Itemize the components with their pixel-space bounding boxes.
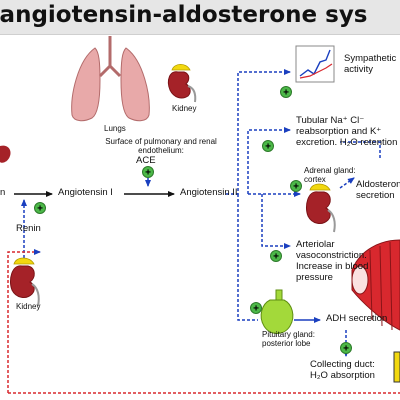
arrow-adrenal-to-aldosterone [339,177,355,189]
plus-sign-renin: + [34,202,46,215]
arrow-to-arteriolar [261,194,291,249]
trunk-down [237,194,258,321]
svg-text:+: + [283,88,289,99]
svg-text:+: + [265,142,271,153]
svg-text:+: + [273,252,279,263]
adh-label: ADH secretion [326,313,388,324]
lungs-label: Lungs [104,124,126,133]
arteriolar-label: Arteriolar vasoconstriction. Increase in… [296,239,369,283]
svg-text:+: + [293,182,299,193]
svg-text:+: + [37,204,43,215]
plus-sign-adrenal: + [290,180,302,193]
kidney-top-label: Kidney [172,104,197,113]
lungs-icon [71,36,150,122]
kidney-fragment-icon [0,145,11,163]
kidney-adrenal-icon [305,183,336,233]
collecting-duct-icon [393,351,400,383]
renin-label: Renin [16,223,41,234]
artery-icon [351,239,400,331]
aldosterone-label: Aldosterone secretion [356,179,400,201]
tubular-label: Tubular Na⁺ Cl⁻ reabsorption and K⁺ excr… [296,115,398,148]
kidney-bottom-label: Kidney [16,302,41,311]
pituitary-icon [260,289,294,334]
plus-sign-tubular: + [262,140,274,153]
arrow-aldosterone-to-tubular [340,141,381,158]
plus-sign-sympathetic: + [280,86,292,99]
plus-sign-ace: + [142,166,154,179]
arrow-to-tubular [247,127,291,194]
sympathetic-label: Sympathetic activity [344,53,397,75]
svg-text:+: + [253,304,259,315]
endothelium-label: Surface of pulmonary and renal endotheli… [105,137,217,156]
plus-sign-arteriolar: + [270,250,282,263]
kidney-bottom-icon [9,257,40,307]
angiotensinogen-partial-label: n [0,187,6,198]
kidney-top-icon [167,63,197,103]
angiotensin-1-label: Angiotensin I [58,187,113,198]
sympathetic-graph-icon [295,45,335,83]
pituitary-label: Pituitary gland: posterior lobe [262,330,315,349]
diagram-title: -angiotensin-aldosterone sys [0,2,368,28]
adrenal-label: Adrenal gland: cortex [304,166,356,185]
collecting-label: Collecting duct: H₂O absorption [310,359,375,381]
plus-sign-collecting: + [340,342,352,355]
plus-sign-pituitary: + [250,302,262,315]
svg-text:+: + [145,168,151,179]
title-bar: -angiotensin-aldosterone sys [0,0,400,35]
feedback-line [7,249,41,393]
angiotensin-2-label: Angiotensin II [180,187,238,198]
svg-text:+: + [343,344,349,355]
ace-label: ACE [136,155,156,166]
arrow-to-sympathetic [226,69,291,195]
